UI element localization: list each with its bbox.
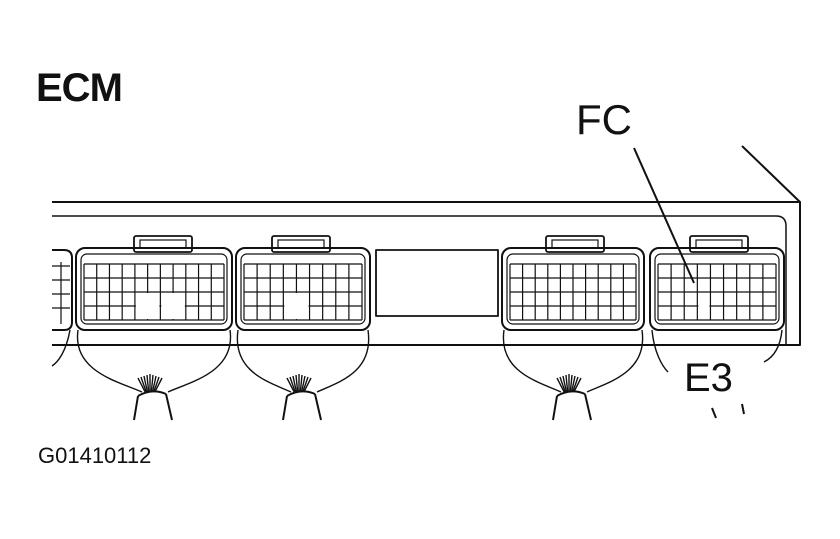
fc-label: FC [576,96,632,143]
ecm-housing-top-edge [741,145,801,203]
connector-3-wire-harness [502,329,644,421]
figure-id: G01410112 [38,443,152,468]
ecm-housing-inner-edge [52,215,787,345]
connector-4-e3 [649,235,785,331]
connector-partial-left [52,249,73,331]
connector-3-latch [545,235,605,253]
e3-label: E3 [684,356,733,400]
connector-4-e3-wire-curves [651,329,783,373]
connector-1-pin-grid [83,263,225,321]
connector-1 [75,235,233,331]
connector-2 [235,235,371,331]
connector-3 [501,235,645,331]
blank-plate [375,249,499,317]
connector-3-pin-grid [509,263,637,321]
ecm-title: ECM [36,66,123,110]
connector-partial-left-grid [52,262,70,324]
e3-wire-marks [711,403,745,419]
connector-4-e3-latch [689,235,749,253]
connector-1-wire-harness [76,329,232,421]
connector-partial-left-wires [51,329,71,367]
fc-leader-line [633,147,695,284]
connector-1-latch [133,235,193,253]
connector-2-pin-grid [243,263,363,321]
connector-2-latch [271,235,331,253]
connector-4-e3-pin-grid [657,263,777,321]
connector-2-wire-harness [236,329,370,421]
